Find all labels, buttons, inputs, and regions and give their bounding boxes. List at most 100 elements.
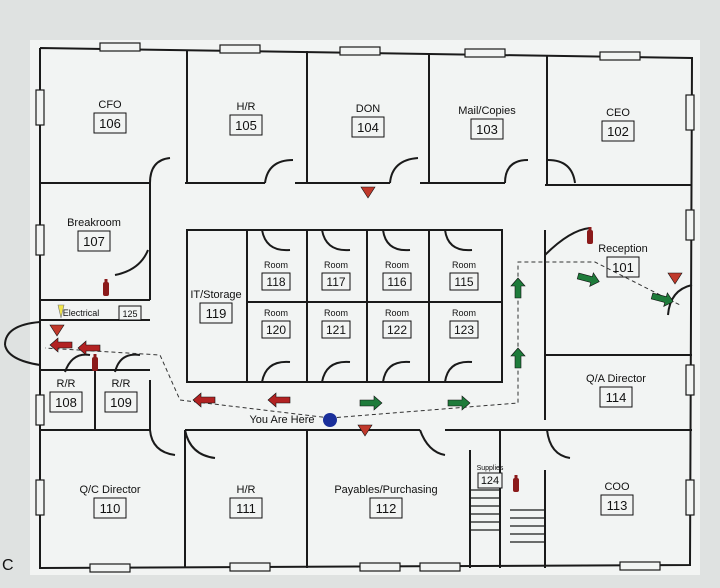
room-mail: Mail/Copies 103	[458, 105, 516, 140]
room-name: H/R	[237, 101, 256, 113]
room-name: R/R	[57, 378, 76, 390]
room-name: Room	[385, 308, 409, 318]
room-number-box	[199, 302, 233, 324]
room-name: Q/A Director	[586, 373, 646, 385]
room-cfo: CFO 106	[93, 99, 127, 134]
room-number-box	[93, 112, 127, 134]
room-number: 121	[326, 323, 346, 337]
room-breakroom: Breakroom 107	[67, 217, 121, 252]
room-number: 107	[83, 234, 105, 249]
room-number-box	[261, 320, 291, 339]
room-number: 113	[607, 498, 628, 513]
room-number: 119	[206, 306, 227, 321]
room-number: 108	[55, 395, 77, 410]
corner-letter: C	[2, 557, 14, 574]
room-electrical: Electrical 125	[63, 305, 142, 321]
evacuation-route	[44, 261, 681, 419]
room-name: Mail/Copies	[458, 105, 516, 117]
room-number: 115	[454, 275, 473, 289]
room-number: 118	[266, 275, 285, 289]
room-number: 116	[387, 275, 406, 289]
room-it-storage: IT/Storage 119	[190, 289, 242, 324]
you-are-here-icon	[323, 413, 337, 427]
room-number-box	[601, 120, 635, 142]
room-number: 110	[100, 501, 121, 516]
room-qc-director: Q/C Director 110	[79, 484, 141, 519]
room-name: CFO	[98, 99, 122, 111]
room-number: 105	[235, 118, 257, 133]
room-number: 114	[606, 390, 627, 405]
room-number-box	[382, 320, 412, 339]
room-number: 122	[387, 323, 407, 337]
room-qa-director: Q/A Director 114	[586, 373, 646, 408]
room-name: Room	[264, 260, 288, 270]
room-name: Reception	[598, 243, 648, 255]
room-room122: Room 122	[382, 308, 412, 339]
room-number: 102	[607, 124, 629, 139]
room-number: 104	[357, 120, 379, 135]
room-number-box	[77, 230, 111, 252]
room-name: Room	[264, 308, 288, 318]
room-rr108: R/R 108	[49, 378, 83, 413]
room-name: Payables/Purchasing	[334, 484, 437, 496]
room-number-box	[93, 497, 127, 519]
room-name: Room	[385, 260, 409, 270]
room-number-box	[104, 391, 138, 413]
room-room117: Room 117	[321, 260, 351, 291]
room-name: H/R	[237, 484, 256, 496]
room-payables: Payables/Purchasing 112	[334, 484, 438, 519]
room-number: 106	[99, 116, 121, 131]
you-are-here-label: You Are Here	[249, 414, 314, 426]
room-name: CEO	[606, 107, 630, 119]
room-number: 125	[122, 309, 137, 319]
room-name: DON	[356, 103, 381, 115]
room-room115: Room 115	[449, 260, 479, 291]
walls	[4, 47, 694, 570]
room-number: 111	[236, 501, 256, 516]
room-number-box	[118, 305, 142, 321]
room-name: Room	[452, 260, 476, 270]
room-number-box	[600, 494, 634, 516]
room-room116: Room 116	[382, 260, 412, 291]
room-number: 109	[110, 395, 132, 410]
room-name: IT/Storage	[190, 289, 241, 301]
room-name: Q/C Director	[79, 484, 140, 496]
room-number: 123	[454, 323, 474, 337]
room-number: 120	[266, 323, 286, 337]
room-number-box	[449, 272, 479, 291]
room-room121: Room 121	[321, 308, 351, 339]
room-name: R/R	[112, 378, 131, 390]
room-number-box	[321, 272, 351, 291]
room-name: Room	[324, 260, 348, 270]
room-number: 117	[326, 275, 345, 289]
room-number-box	[321, 320, 351, 339]
room-name: Electrical	[63, 308, 100, 318]
room-number: 101	[612, 260, 634, 275]
room-number: 103	[476, 122, 498, 137]
room-name: Room	[324, 308, 348, 318]
room-number-box	[449, 320, 479, 339]
room-don: DON 104	[351, 103, 385, 138]
room-number-box	[382, 272, 412, 291]
room-number: 124	[481, 475, 499, 487]
room-room118: Room 118	[261, 260, 291, 291]
room-room120: Room 120	[261, 308, 291, 339]
room-name: Supplies	[477, 465, 504, 472]
room-number-box	[261, 272, 291, 291]
room-number-box	[49, 391, 83, 413]
windows	[35, 42, 695, 573]
room-number-box	[229, 497, 263, 519]
room-name: Breakroom	[67, 217, 121, 229]
room-ceo: CEO 102	[601, 107, 635, 142]
room-number-box	[229, 114, 263, 136]
room-rr109: R/R 109	[104, 378, 138, 413]
room-number: 112	[376, 501, 397, 516]
hazard-icon	[57, 304, 65, 319]
room-number-box	[351, 116, 385, 138]
room-number-box	[470, 118, 504, 140]
room-hr-bottom: H/R 111	[229, 484, 263, 519]
room-number-box	[599, 386, 633, 408]
